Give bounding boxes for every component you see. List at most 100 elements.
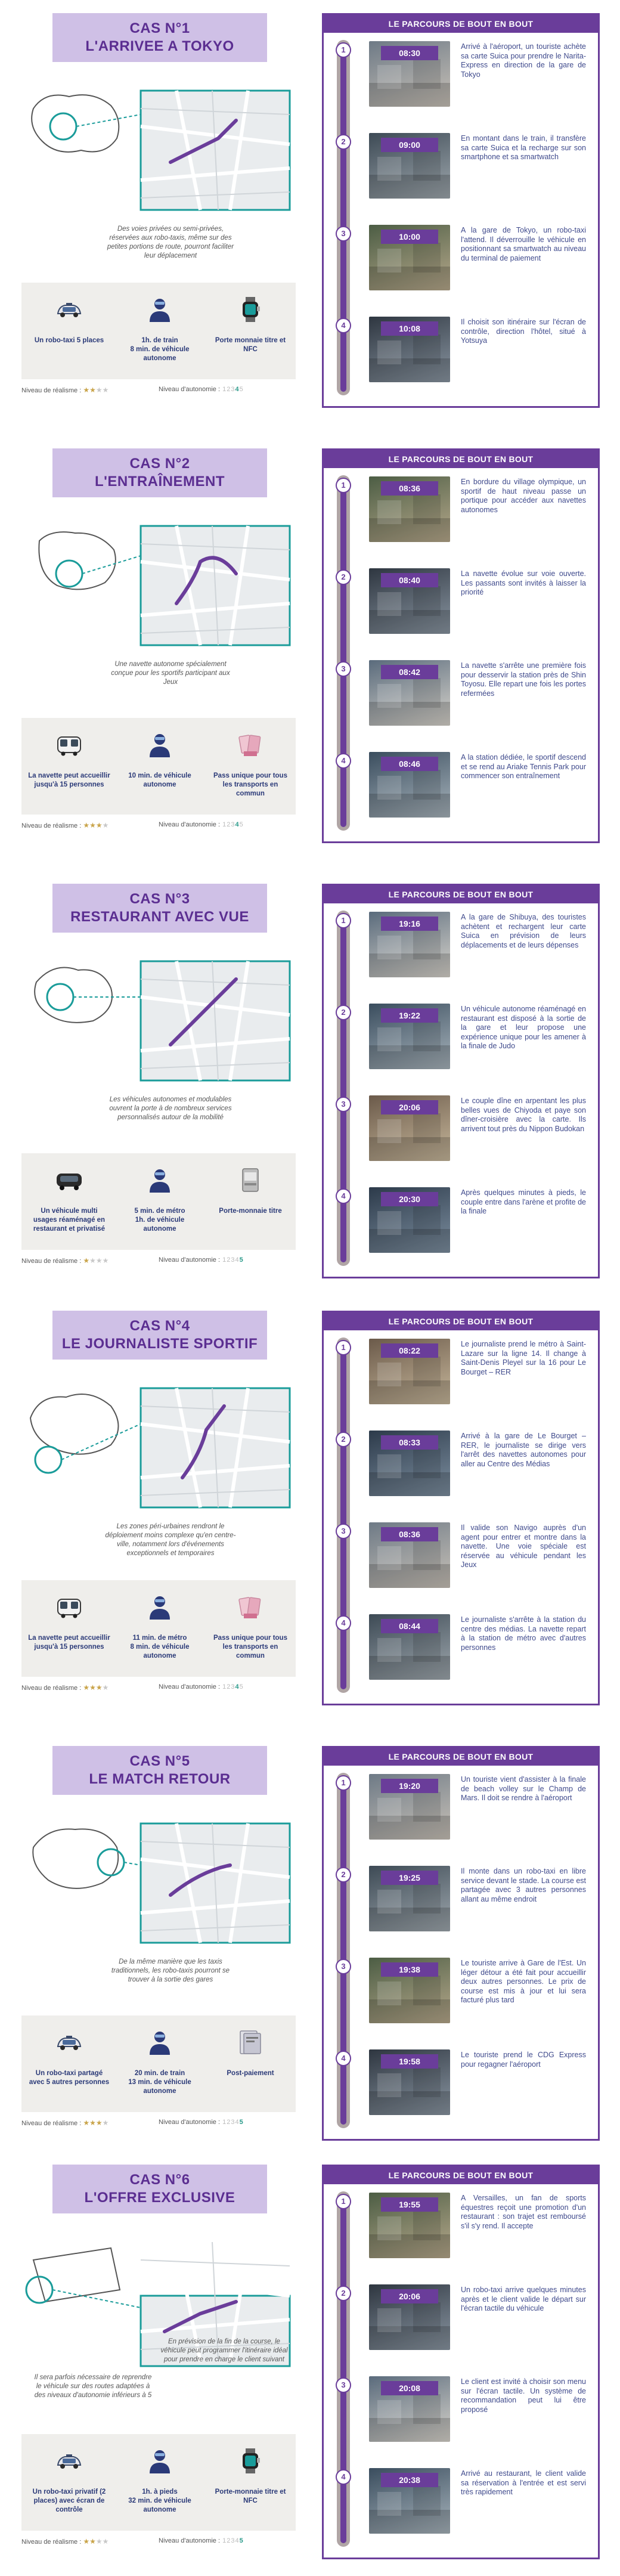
case-section: CAS N°5 LE MATCH RETOUR De la même maniè… (0, 1746, 620, 2171)
journey-step: 4 20:38 Arrivé au restaurant, le client … (324, 2467, 598, 2556)
autonomy-level: 5 (239, 821, 243, 828)
step-number: 4 (336, 1188, 351, 1204)
step-number: 3 (336, 1097, 351, 1112)
autonomy-level: 2 (227, 1683, 231, 1690)
case-section: CAS N°1 L'ARRIVEE A TOKYO Des voies priv… (0, 13, 620, 438)
features-panel: Un robo-taxi 5 places 1h. de train 8 min… (21, 283, 296, 379)
journey-step: 1 08:30 Arrivé à l'aéroport, un touriste… (324, 40, 598, 129)
panel-heading: LE PARCOURS DE BOUT EN BOUT (324, 450, 598, 468)
step-time: 19:16 (381, 917, 438, 931)
feature-label: Post-paiement (227, 2070, 274, 2077)
case-summary: CAS N°5 LE MATCH RETOUR De la même maniè… (21, 1746, 296, 2171)
feature-item: Un robo-taxi 5 places (24, 283, 114, 379)
feature-label: La navette peut accueillir jusqu'à 15 pe… (28, 1634, 110, 1651)
autonomy-level: 2 (227, 386, 231, 393)
autonomy-level: 1 (222, 1683, 227, 1690)
journey-step: 4 20:30 Après quelques minutes à pieds, … (324, 1186, 598, 1275)
star-icon: ★ (102, 2537, 109, 2546)
step-time: 19:22 (381, 1008, 438, 1023)
star-icon: ★ (95, 2537, 103, 2546)
map-caption: Les véhicules autonomes et modulables ou… (109, 1096, 232, 1121)
journey-step: 4 19:58 Le touriste prend le CDG Express… (324, 2048, 598, 2138)
case-name: L'ARRIVEE A TOKYO (85, 38, 234, 54)
step-time: 20:30 (381, 1192, 438, 1206)
realism-label: Niveau de réalisme : (21, 822, 82, 829)
case-number: CAS N°4 (129, 1318, 190, 1334)
case-title: CAS N°6 L'OFFRE EXCLUSIVE (52, 2165, 267, 2213)
star-icon: ★ (95, 2119, 103, 2127)
autonomy-level: 3 (231, 2537, 235, 2544)
autonomy-level: 2 (227, 821, 231, 828)
realism-label: Niveau de réalisme : (21, 2538, 82, 2546)
journey-step: 4 08:44 Le journaliste s'arrête à la sta… (324, 1613, 598, 1702)
case-summary: CAS N°1 L'ARRIVEE A TOKYO Des voies priv… (21, 13, 296, 438)
step-number: 1 (336, 913, 351, 928)
autonomy-level: 2 (227, 1256, 231, 1264)
step-time: 08:36 (381, 1527, 438, 1541)
driver-icon (145, 1592, 175, 1622)
van-icon (54, 1165, 84, 1195)
panel-heading: LE PARCOURS DE BOUT EN BOUT (324, 1312, 598, 1330)
step-number: 4 (336, 2469, 351, 2485)
feature-label: Porte-monnaie titre et NFC (215, 2488, 286, 2504)
feature-label: 11 min. de métro 8 min. de véhicule auto… (130, 1634, 190, 1659)
autonomy-level: 5 (239, 1256, 243, 1264)
step-number: 2 (336, 2286, 351, 2301)
driver-icon (145, 730, 175, 760)
case-name: L'ENTRAÎNEMENT (94, 473, 225, 490)
step-description: A la gare de Shibuya, des touristes achè… (461, 913, 586, 949)
ratings-row: Niveau de réalisme : ★★★★ Niveau d'auton… (21, 819, 296, 831)
features-panel: La navette peut accueillir jusqu'à 15 pe… (21, 718, 296, 815)
case-summary: CAS N°3 RESTAURANT AVEC VUE Les véhicule… (21, 884, 296, 1308)
case-summary: CAS N°6 L'OFFRE EXCLUSIVE En prévision d… (21, 2165, 296, 2576)
autonomy-level: 4 (235, 386, 239, 393)
robotaxi-icon (54, 295, 84, 324)
step-number: 1 (336, 42, 351, 58)
step-photo (369, 752, 450, 818)
autonomy-level: 1 (222, 2119, 227, 2126)
timeline-bar (337, 1337, 350, 1693)
ratings-row: Niveau de réalisme : ★★★★ Niveau d'auton… (21, 2535, 296, 2547)
star-icon: ★ (89, 1256, 96, 1265)
map-caption: En prévision de la fin de la course, le … (160, 2338, 288, 2363)
feature-label: Porte-monnaie titre (219, 1208, 282, 1215)
feature-label: 20 min. de train 13 min. de véhicule aut… (128, 2070, 191, 2095)
ratings-row: Niveau de réalisme : ★★★★ Niveau d'auton… (21, 2117, 296, 2129)
step-time: 19:55 (381, 2197, 438, 2212)
step-time: 08:44 (381, 1619, 438, 1633)
case-number: CAS N°6 (129, 2172, 190, 2188)
timeline-bar (337, 40, 350, 395)
feature-item: Porte monnaie titre et NFC (206, 283, 295, 379)
autonomy-label: Niveau d'autonomie : (159, 1683, 220, 1690)
step-time: 19:38 (381, 1962, 438, 1977)
step-time: 10:00 (381, 230, 438, 244)
autonomy-label: Niveau d'autonomie : (159, 1256, 220, 1264)
star-icon: ★ (95, 386, 103, 394)
star-icon: ★ (89, 1683, 96, 1692)
step-time: 09:00 (381, 138, 438, 152)
realism-label: Niveau de réalisme : (21, 1258, 82, 1265)
step-time: 19:58 (381, 2054, 438, 2069)
feature-label: Pass unique pour tous les transports en … (213, 772, 287, 797)
star-icon: ★ (89, 821, 96, 829)
step-description: A Versailles, un fan de sports équestres… (461, 2194, 586, 2230)
journey-step: 3 20:06 Le couple dîne en arpentant les … (324, 1094, 598, 1184)
shuttle-icon (54, 730, 84, 760)
star-icon: ★ (102, 1683, 109, 1692)
star-icon: ★ (102, 821, 109, 829)
autonomy-level: 1 (222, 2537, 227, 2544)
robotaxi-icon (54, 2446, 84, 2476)
journey-panel: LE PARCOURS DE BOUT EN BOUT 1 08:30 Arri… (322, 13, 600, 408)
autonomy-level: 1 (222, 821, 227, 828)
journey-step: 2 08:40 La navette évolue sur voie ouver… (324, 567, 598, 657)
step-time: 08:46 (381, 757, 438, 771)
feature-label: 1h. à pieds 32 min. de véhicule autonome (128, 2488, 191, 2513)
star-icon: ★ (102, 2119, 109, 2127)
case-title: CAS N°2 L'ENTRAÎNEMENT (52, 448, 267, 497)
case-summary: CAS N°2 L'ENTRAÎNEMENT Une navette auton… (21, 448, 296, 873)
step-time: 08:30 (381, 46, 438, 60)
step-number: 3 (336, 226, 351, 242)
card-icon (235, 2027, 265, 2057)
case-name: LE JOURNALISTE SPORTIF (61, 1336, 258, 1352)
feature-label: Pass unique pour tous les transports en … (213, 1634, 287, 1659)
